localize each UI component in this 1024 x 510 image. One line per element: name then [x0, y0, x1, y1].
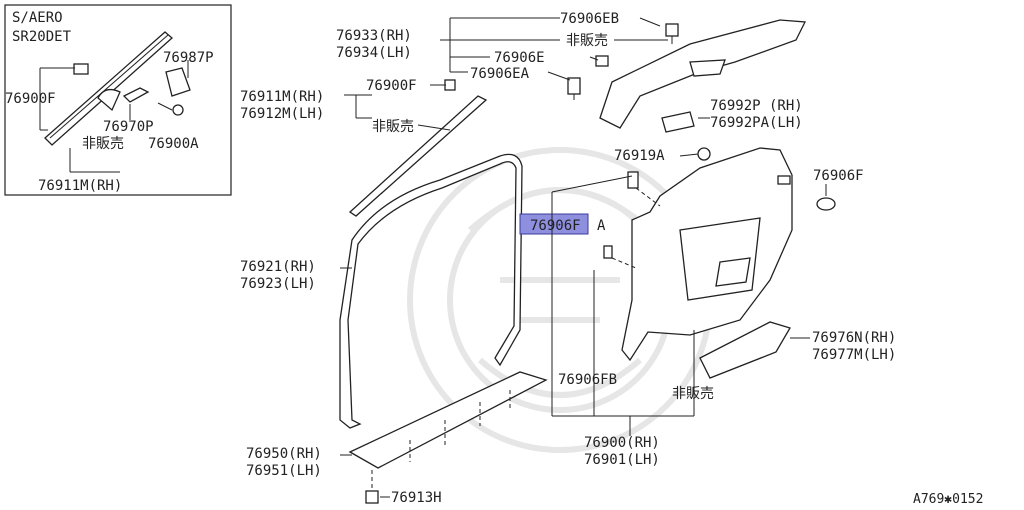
bracket-76992P — [661, 111, 695, 133]
label-76992P-RH: 76992P (RH) — [710, 98, 803, 114]
label-not-sold-mid: 非販売 — [372, 119, 414, 135]
diagram-code: A769✱0152 — [913, 492, 983, 507]
inset-frame — [4, 4, 232, 196]
inset-bracket-shade — [97, 88, 121, 112]
upper-trim-bracket — [689, 59, 726, 77]
inset-part-76987P — [165, 67, 191, 97]
clip-76913H — [365, 490, 379, 504]
inset-label-76987P: 76987P — [163, 50, 214, 66]
label-76911M-RH: 76911M(RH) — [240, 89, 324, 105]
label-76906FA-suffix: A — [597, 218, 606, 234]
label-76913H: 76913H — [391, 490, 442, 506]
clip-76906FB — [603, 245, 637, 269]
inset-title-line2: SR20DET — [12, 29, 72, 45]
label-76901-LH: 76901(LH) — [584, 452, 660, 468]
label-76906EA: 76906EA — [470, 66, 530, 82]
label-76900F: 76900F — [366, 78, 417, 94]
door-weatherstrip — [339, 153, 523, 429]
inset-label-76900A: 76900A — [148, 136, 199, 152]
inset-clip — [73, 63, 89, 75]
inset-pillar-molding — [44, 31, 173, 146]
inset-screw-76900A — [172, 104, 184, 116]
label-76992PA-LH: 76992PA(LH) — [710, 115, 803, 131]
label-76912M-LH: 76912M(LH) — [240, 106, 324, 122]
label-76977M-LH: 76977M(LH) — [812, 347, 896, 363]
label-76906EB: 76906EB — [560, 11, 619, 27]
clip-76906FA — [627, 171, 661, 207]
clip-76906E — [595, 55, 609, 67]
kick-plate — [348, 371, 548, 469]
quarter-trim-vent — [777, 175, 791, 185]
label-76919A: 76919A — [614, 148, 665, 164]
quarter-trim-recess — [715, 257, 751, 287]
clip-76906EB — [665, 23, 679, 44]
label-76900-RH: 76900(RH) — [584, 435, 660, 451]
clip-76906EA — [567, 77, 581, 100]
label-not-sold-low: 非販売 — [672, 386, 714, 402]
inset-title-line1: S/AERO — [12, 10, 63, 26]
inset-part-76970P — [122, 87, 150, 103]
label-76906FB: 76906FB — [558, 372, 617, 388]
screw-76919A — [679, 147, 711, 161]
label-76906F: 76906F — [813, 168, 864, 184]
inset-label-not-sold: 非販売 — [82, 136, 124, 152]
label-76921-RH: 76921(RH) — [240, 259, 316, 275]
label-76976N-RH: 76976N(RH) — [812, 330, 896, 346]
highlight-76906FA[interactable] — [519, 213, 589, 235]
label-76951-LH: 76951(LH) — [246, 463, 322, 479]
grommet-76906F — [816, 184, 836, 211]
side-trim-76976N — [699, 321, 791, 379]
label-76906FA-highlight: 76906F — [530, 218, 581, 234]
label-76950-RH: 76950(RH) — [246, 446, 322, 462]
inset-label-76911M-RH: 76911M(RH) — [38, 178, 122, 194]
clip-76900F — [444, 79, 456, 91]
label-76934-LH: 76934(LH) — [336, 45, 412, 61]
inset-label-76900F: 76900F — [5, 91, 56, 107]
label-not-sold-top: 非販売 — [566, 33, 608, 49]
inset-label-76970P: 76970P — [103, 119, 154, 135]
pillar-molding-76911M — [348, 95, 488, 217]
upper-quarter-trim — [599, 19, 807, 129]
label-76906E: 76906E — [494, 50, 545, 66]
inset-box: S/AERO SR20DET 76900F 76987P 76970P 非販売 … — [4, 4, 232, 196]
label-76923-LH: 76923(LH) — [240, 276, 316, 292]
label-76933-RH: 76933(RH) — [336, 28, 412, 44]
